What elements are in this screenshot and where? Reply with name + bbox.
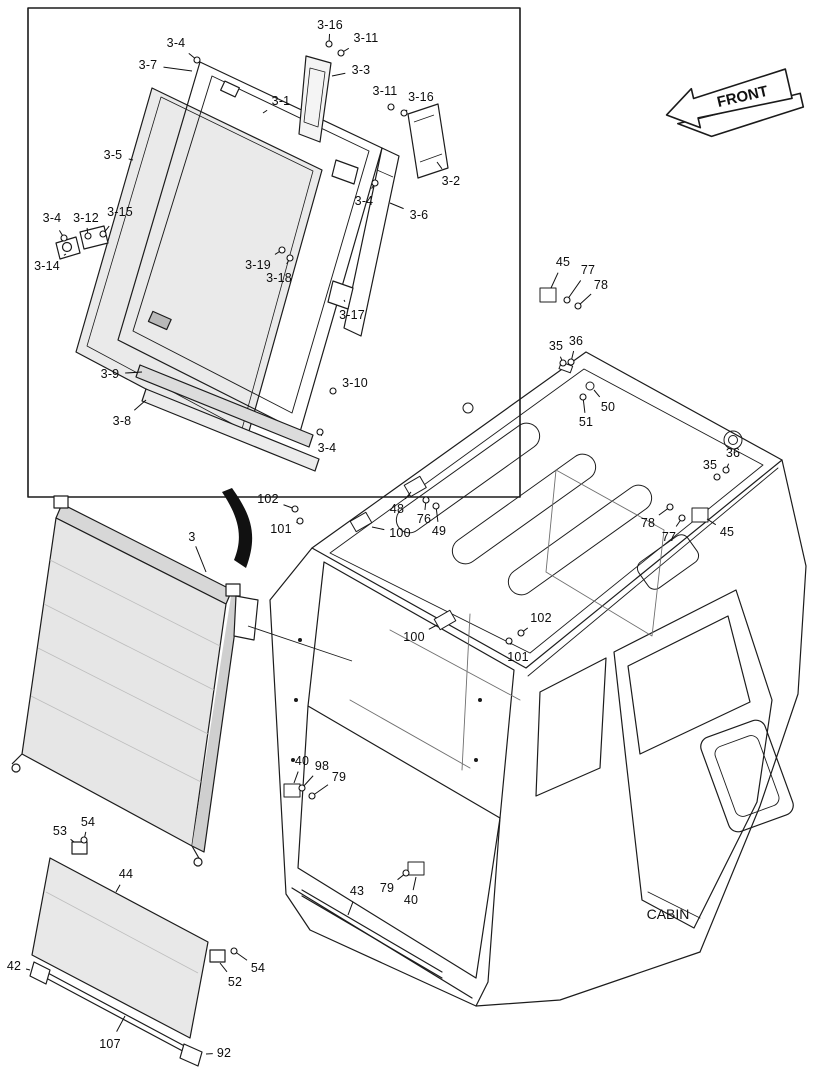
callout-45: 45 xyxy=(719,524,735,539)
callout-3-11: 3-11 xyxy=(372,83,398,98)
front-window-inset xyxy=(27,7,521,498)
callout-3-18: 3-18 xyxy=(266,270,292,285)
callout-3-17: 3-17 xyxy=(339,307,365,322)
callout-44: 44 xyxy=(118,866,134,881)
callout-35: 35 xyxy=(548,338,564,353)
cabin-label: CABIN xyxy=(647,906,690,922)
callout-3-3: 3-3 xyxy=(351,62,371,77)
callout-52: 52 xyxy=(227,974,243,989)
callout-54: 54 xyxy=(250,960,266,975)
callout-40: 40 xyxy=(294,753,310,768)
callout-79: 79 xyxy=(379,880,395,895)
callout-101: 101 xyxy=(270,521,292,536)
callout-3-1: 3-1 xyxy=(271,93,291,108)
callout-78: 78 xyxy=(593,277,609,292)
callout-3-15: 3-15 xyxy=(107,204,133,219)
callout-3: 3 xyxy=(188,529,196,544)
pointer-swoosh xyxy=(222,488,253,568)
callout-51: 51 xyxy=(578,414,594,429)
callout-49: 49 xyxy=(431,523,447,538)
sunshade-panel xyxy=(11,495,353,867)
callout-45: 45 xyxy=(555,254,571,269)
callout-40: 40 xyxy=(403,892,419,907)
callout-77: 77 xyxy=(580,262,596,277)
callout-35: 35 xyxy=(702,457,718,472)
callout-3-11: 3-11 xyxy=(353,30,379,45)
callout-3-4: 3-4 xyxy=(166,35,186,50)
callout-79: 79 xyxy=(331,769,347,784)
callout-3-16: 3-16 xyxy=(408,89,434,104)
callout-48: 48 xyxy=(389,501,405,516)
callout-3-12: 3-12 xyxy=(73,210,99,225)
callout-102: 102 xyxy=(530,610,552,625)
callout-100: 100 xyxy=(403,629,425,644)
callout-92: 92 xyxy=(216,1045,232,1060)
callout-78: 78 xyxy=(640,515,656,530)
callout-3-5: 3-5 xyxy=(103,147,123,162)
callout-3-4: 3-4 xyxy=(354,193,374,208)
callout-77: 77 xyxy=(661,529,677,544)
callout-3-16: 3-16 xyxy=(317,17,343,32)
callout-98: 98 xyxy=(314,758,330,773)
callout-102: 102 xyxy=(257,491,279,506)
callout-3-14: 3-14 xyxy=(34,258,60,273)
callout-3-4: 3-4 xyxy=(317,440,337,455)
callout-107: 107 xyxy=(99,1036,121,1051)
callout-3-8: 3-8 xyxy=(112,413,132,428)
callout-50: 50 xyxy=(600,399,616,414)
cabin-line-art xyxy=(269,287,807,1007)
callout-3-2: 3-2 xyxy=(441,173,461,188)
callout-3-10: 3-10 xyxy=(342,375,368,390)
callout-3-9: 3-9 xyxy=(100,366,120,381)
callout-54: 54 xyxy=(80,814,96,829)
callout-36: 36 xyxy=(725,445,741,460)
callout-43: 43 xyxy=(349,883,365,898)
callout-3-19: 3-19 xyxy=(245,257,271,272)
callout-3-4: 3-4 xyxy=(42,210,62,225)
callout-101: 101 xyxy=(507,649,529,664)
callout-36: 36 xyxy=(568,333,584,348)
callout-76: 76 xyxy=(416,511,432,526)
lower-panel xyxy=(29,841,226,1067)
callout-100: 100 xyxy=(389,525,411,540)
callout-53: 53 xyxy=(52,823,68,838)
callout-42: 42 xyxy=(6,958,22,973)
callout-3-6: 3-6 xyxy=(409,207,429,222)
callout-3-7: 3-7 xyxy=(138,57,158,72)
